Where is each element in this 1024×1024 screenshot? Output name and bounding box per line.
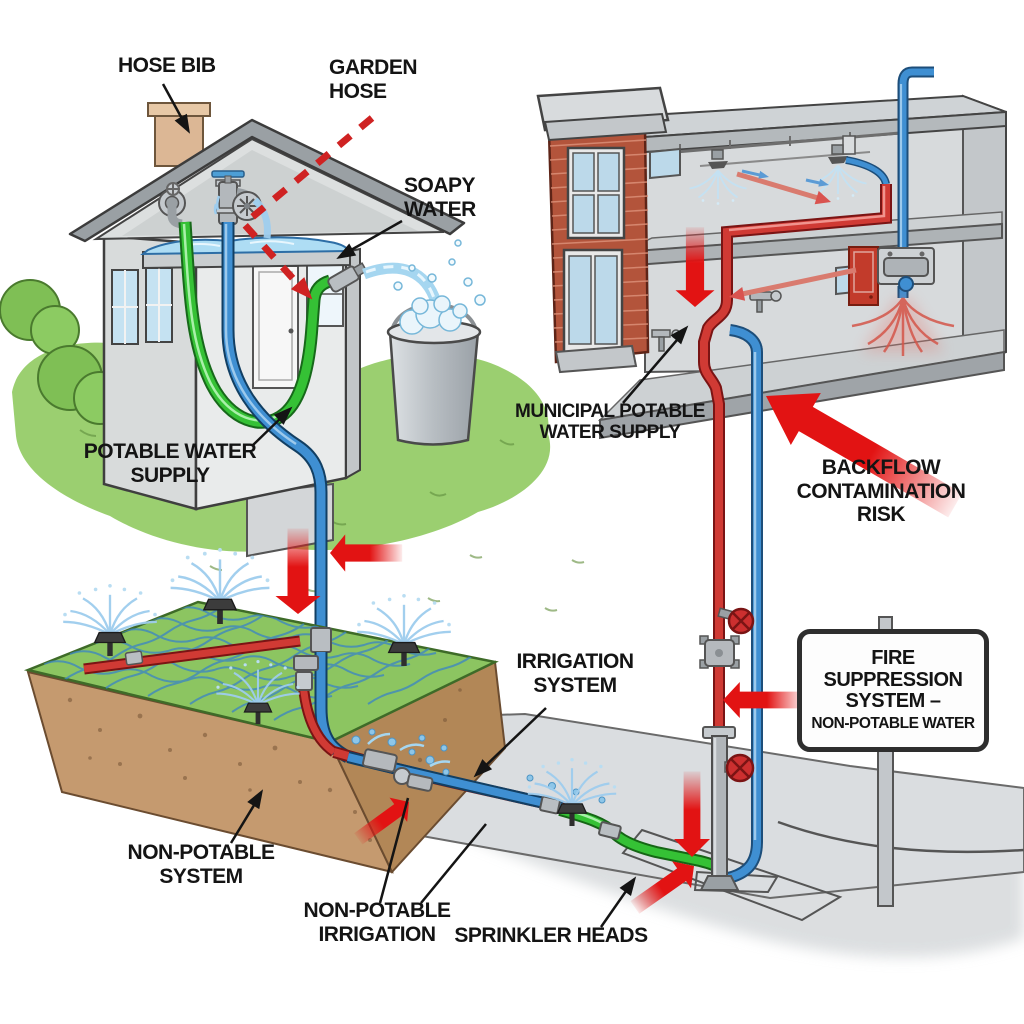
riser-valves <box>699 607 755 891</box>
house-scene <box>0 102 585 630</box>
lawn-red-pipe <box>83 635 301 675</box>
sign-line-1: FIRE <box>871 647 915 670</box>
sign-line-4: NON-POTABLE WATER <box>811 714 975 732</box>
hose-nozzle <box>327 262 368 293</box>
brick-entry <box>536 86 670 374</box>
potable-pipe <box>221 222 328 630</box>
bucket <box>386 239 486 446</box>
label-garden-hose: GARDEN HOSE <box>329 56 418 103</box>
ceiling-sprinkler <box>688 144 868 206</box>
label-hose-bib: HOSE BIB <box>118 54 216 77</box>
label-non-potable-system: NON-POTABLE SYSTEM <box>127 841 275 888</box>
backflow-preventer <box>877 247 935 292</box>
sign-line-3: SYSTEM – <box>845 690 941 713</box>
bubbles <box>393 239 486 306</box>
sign-line-2: SUPPRESSION <box>823 668 963 691</box>
label-non-potable-irrigation: NON-POTABLE IRRIGATION <box>303 899 451 946</box>
leader-lines <box>161 83 684 928</box>
label-irrigation-system: IRRIGATION SYSTEM <box>516 650 634 697</box>
interior-door <box>252 265 299 389</box>
sign-post <box>877 749 894 907</box>
label-potable-water-supply: POTABLE WATER SUPPLY <box>83 440 257 487</box>
garden-hose-callout <box>238 115 375 300</box>
soap-suds <box>399 295 468 335</box>
hose-bib-faucet <box>158 182 186 229</box>
label-sprinkler-heads: SPRINKLER HEADS <box>454 924 648 947</box>
label-backflow-contamination-risk: BACKFLOW CONTAMINATION RISK <box>796 456 966 527</box>
building-pipes <box>698 66 934 885</box>
flow-arrows <box>729 169 857 301</box>
label-municipal-potable-water-supply: MUNICIPAL POTABLE WATER SUPPLY <box>515 401 705 444</box>
house-windows <box>111 267 173 345</box>
label-soapy-water: SOAPY WATER <box>404 174 476 221</box>
roof <box>68 118 466 243</box>
standing-water <box>140 236 350 256</box>
contaminated-spray <box>851 297 955 356</box>
cross-connection <box>351 728 606 804</box>
building-scene <box>536 66 1007 907</box>
fire-suppression-sign: FIRE SUPPRESSION SYSTEM – NON-POTABLE WA… <box>797 629 989 752</box>
irrigated-lawn <box>23 600 499 744</box>
